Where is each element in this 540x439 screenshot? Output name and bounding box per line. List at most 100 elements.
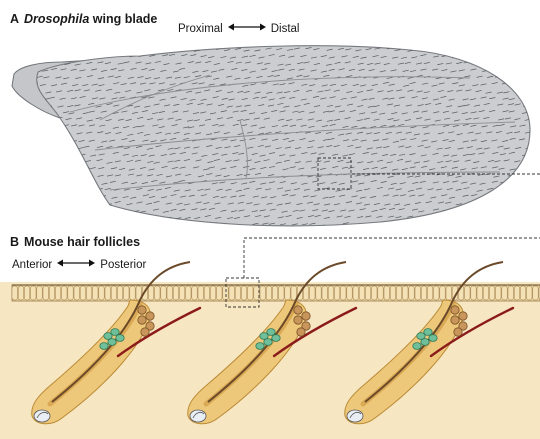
epidermal-cell (186, 286, 191, 300)
epidermal-cell (421, 286, 426, 300)
wing-hair (96, 203, 102, 204)
wing-hair (38, 204, 44, 205)
wing-hair (47, 146, 53, 147)
wing-hair (421, 224, 427, 225)
wing-hair (504, 50, 510, 51)
epidermal-cell (409, 286, 414, 300)
wing-hair (520, 69, 526, 70)
wing-hair (77, 175, 83, 176)
bulge-cell (267, 329, 275, 336)
wing-hair (467, 217, 473, 218)
epidermal-cell (167, 286, 172, 300)
wing-hair (117, 48, 123, 49)
wing-hair (69, 152, 75, 153)
wing-hair (44, 159, 50, 160)
epidermal-cell (43, 286, 48, 300)
wing-hair (521, 183, 527, 184)
wing-hair (42, 224, 48, 225)
wing-hair (449, 223, 455, 224)
wing-hair (32, 112, 38, 113)
wing-hair (69, 57, 75, 58)
wing-hair (524, 62, 530, 63)
epidermal-cell (99, 286, 104, 300)
wing-hair (463, 225, 469, 226)
wing-hair (519, 56, 525, 57)
wing-hair (65, 203, 71, 204)
wing-hair (529, 182, 535, 183)
wing-hair (505, 78, 511, 79)
epidermal-cell (93, 286, 98, 300)
wing-hair (64, 174, 70, 175)
wing-blade (12, 46, 540, 227)
wing-hair (54, 148, 60, 149)
wing-hair (487, 64, 493, 65)
wing-hair (101, 209, 107, 210)
wing-hair (201, 224, 207, 225)
wing-hair (49, 140, 55, 141)
wing-hair (108, 216, 114, 217)
wing-hair (372, 223, 378, 224)
wing-hair (506, 204, 512, 205)
wing-hair (522, 82, 528, 83)
epidermal-cell (322, 286, 327, 300)
wing-hair (496, 49, 502, 50)
wing-hair (536, 119, 540, 120)
wing-hair (475, 50, 481, 51)
epidermal-cell (446, 286, 451, 300)
wing-hair (33, 155, 39, 156)
epidermal-cell (124, 286, 129, 300)
wing-hair (489, 196, 495, 197)
wing-hair (92, 225, 98, 226)
wing-blade-shape (37, 46, 530, 226)
wing-hair (31, 181, 37, 182)
epidermal-cell (533, 286, 538, 300)
wing-hair (89, 182, 95, 183)
wing-hair (56, 160, 62, 161)
wing-hair (156, 218, 162, 219)
wing-hair (483, 48, 489, 49)
wing-hair (513, 176, 519, 177)
sebaceous-gland-cell (302, 312, 310, 320)
wing-hair (58, 168, 64, 169)
dermal-papilla (347, 410, 363, 422)
epidermal-cell (378, 286, 383, 300)
wing-hair (486, 202, 492, 203)
epidermal-cell (179, 286, 184, 300)
wing-hair (491, 224, 497, 225)
wing-hair (35, 133, 41, 134)
epidermal-cell (217, 286, 222, 300)
wing-hair (427, 49, 433, 50)
wing-hair (36, 49, 42, 50)
wing-hair (140, 224, 146, 225)
epidermal-cell (527, 286, 532, 300)
wing-hair (461, 209, 467, 210)
epidermal-cell (266, 286, 271, 300)
bulge-cell (256, 343, 264, 350)
wing-hair (534, 50, 540, 51)
wing-hair (75, 216, 81, 217)
epidermal-cell (204, 286, 209, 300)
epidermal-cell (210, 286, 215, 300)
wing-hair (527, 217, 533, 218)
wing-hair (178, 224, 184, 225)
epidermal-cell (508, 286, 513, 300)
wing-hair (508, 216, 514, 217)
wing-hair (81, 180, 87, 181)
skin-section (0, 238, 540, 439)
wing-hair (49, 153, 55, 154)
wing-hair (45, 204, 51, 205)
wing-hair (79, 54, 85, 55)
bulge-cell (413, 343, 421, 350)
wing-hair (86, 216, 92, 217)
epidermal-cell (477, 286, 482, 300)
wing-hair (532, 153, 538, 154)
wing-hair (112, 210, 118, 211)
wing-hair (412, 225, 418, 226)
wing-hair (40, 211, 46, 212)
wing-hair (517, 202, 523, 203)
epidermal-cell (341, 286, 346, 300)
sebaceous-gland-cell (451, 316, 459, 324)
wing-hair (530, 210, 536, 211)
wing-hair (61, 181, 67, 182)
epidermal-cell (260, 286, 265, 300)
